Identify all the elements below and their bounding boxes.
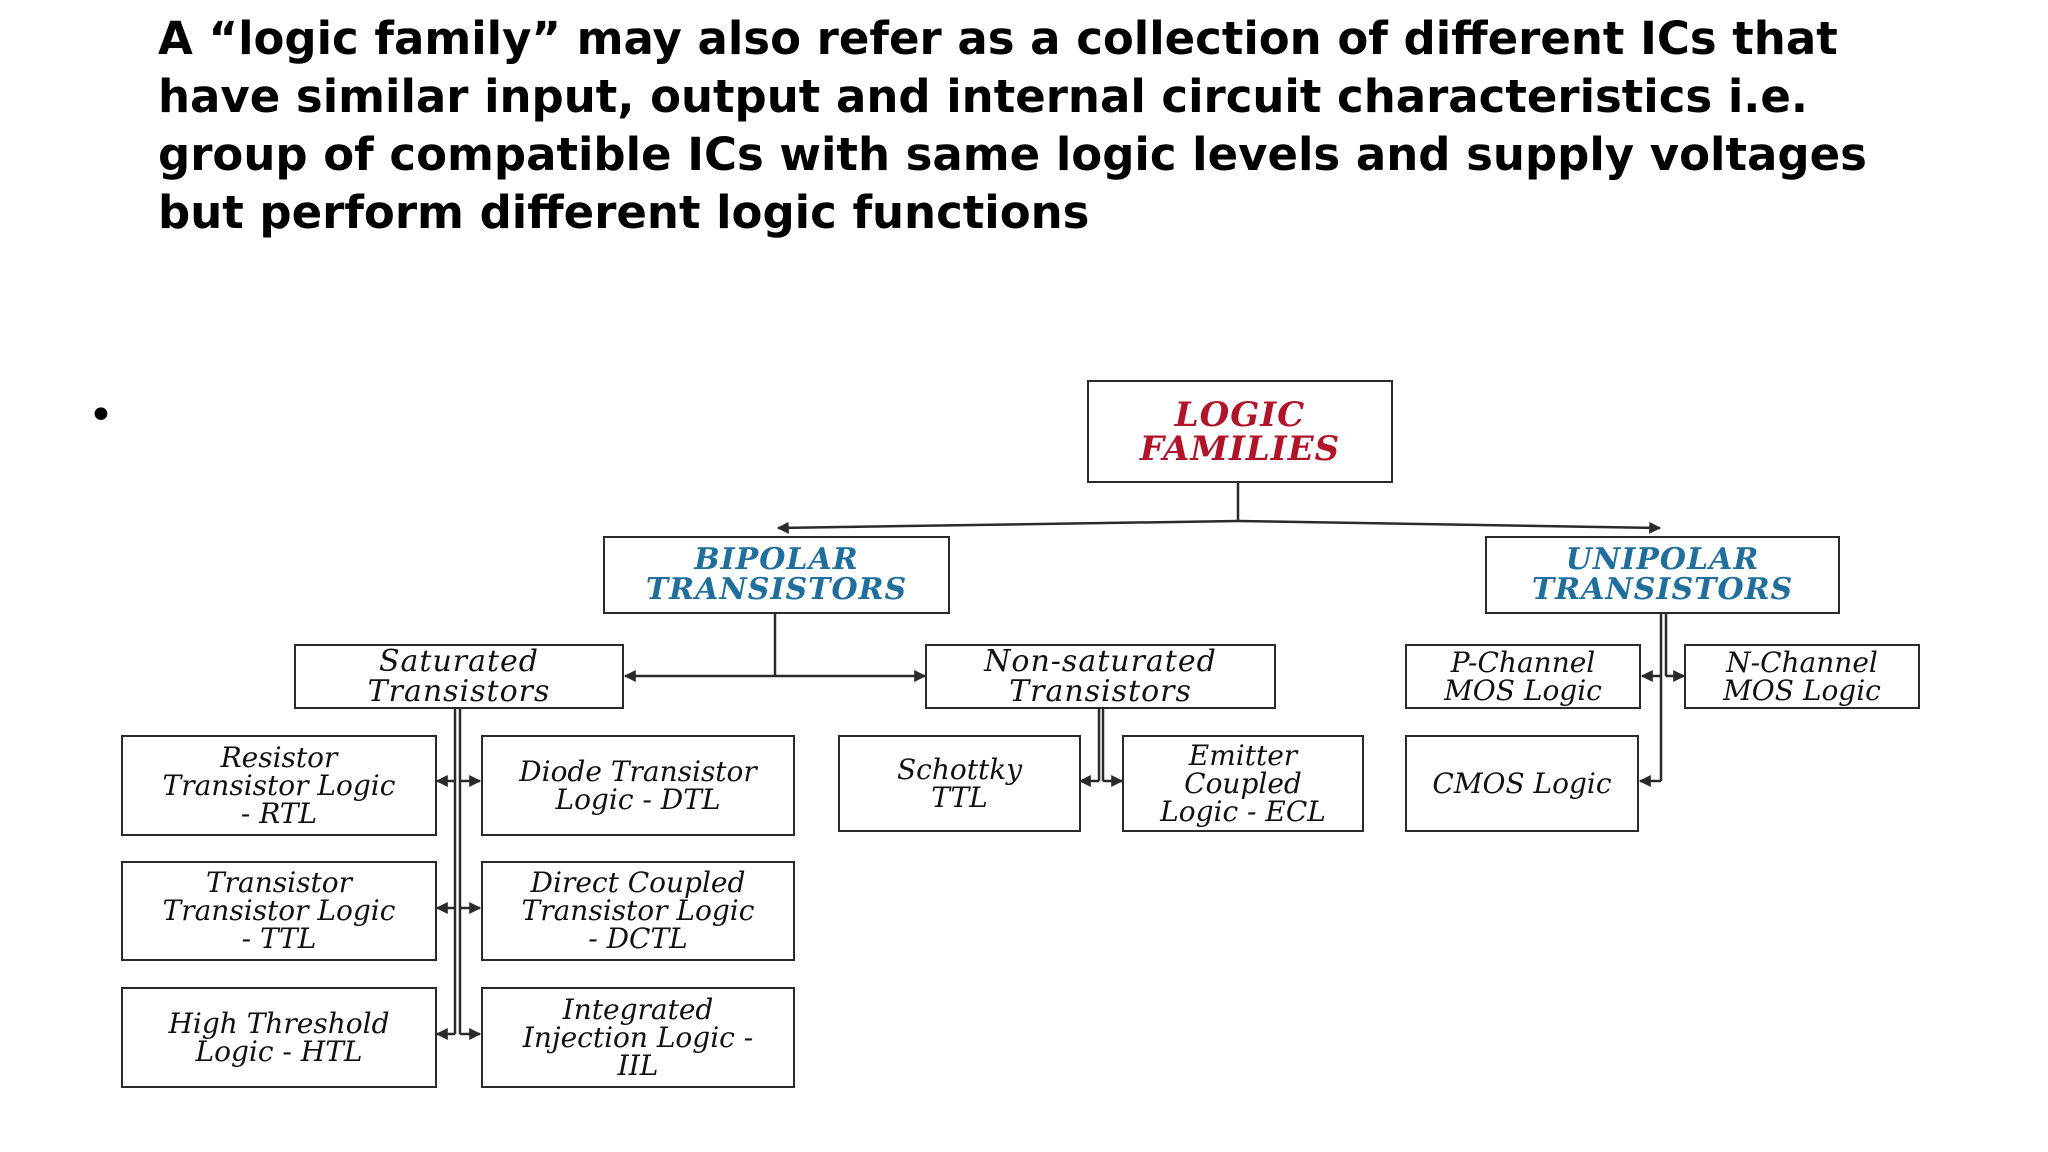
schottky-ttl-node: Schottky TTL: [838, 735, 1081, 832]
non-saturated-transistors-node: Non-saturated Transistors: [925, 644, 1276, 709]
dctl-node: Direct Coupled Transistor Logic - DCTL: [481, 861, 795, 961]
htl-node: High Threshold Logic - HTL: [121, 987, 437, 1088]
bipolar-transistors-node: BIPOLAR TRANSISTORS: [603, 536, 950, 614]
ttl-node: Transistor Transistor Logic - TTL: [121, 861, 437, 961]
saturated-transistors-node: Saturated Transistors: [294, 644, 624, 709]
p-channel-mos-node: P-Channel MOS Logic: [1405, 644, 1641, 709]
iil-node: Integrated Injection Logic - IIL: [481, 987, 795, 1088]
n-channel-mos-node: N-Channel MOS Logic: [1684, 644, 1920, 709]
dtl-node: Diode Transistor Logic - DTL: [481, 735, 795, 836]
unipolar-transistors-node: UNIPOLAR TRANSISTORS: [1485, 536, 1840, 614]
ecl-node: Emitter Coupled Logic - ECL: [1122, 735, 1364, 832]
slide-heading: A “logic family” may also refer as a col…: [158, 12, 1867, 239]
bullet-point: •: [88, 390, 114, 441]
cmos-logic-node: CMOS Logic: [1405, 735, 1639, 832]
rtl-node: Resistor Transistor Logic - RTL: [121, 735, 437, 836]
logic-families-node: LOGIC FAMILIES: [1087, 380, 1393, 483]
